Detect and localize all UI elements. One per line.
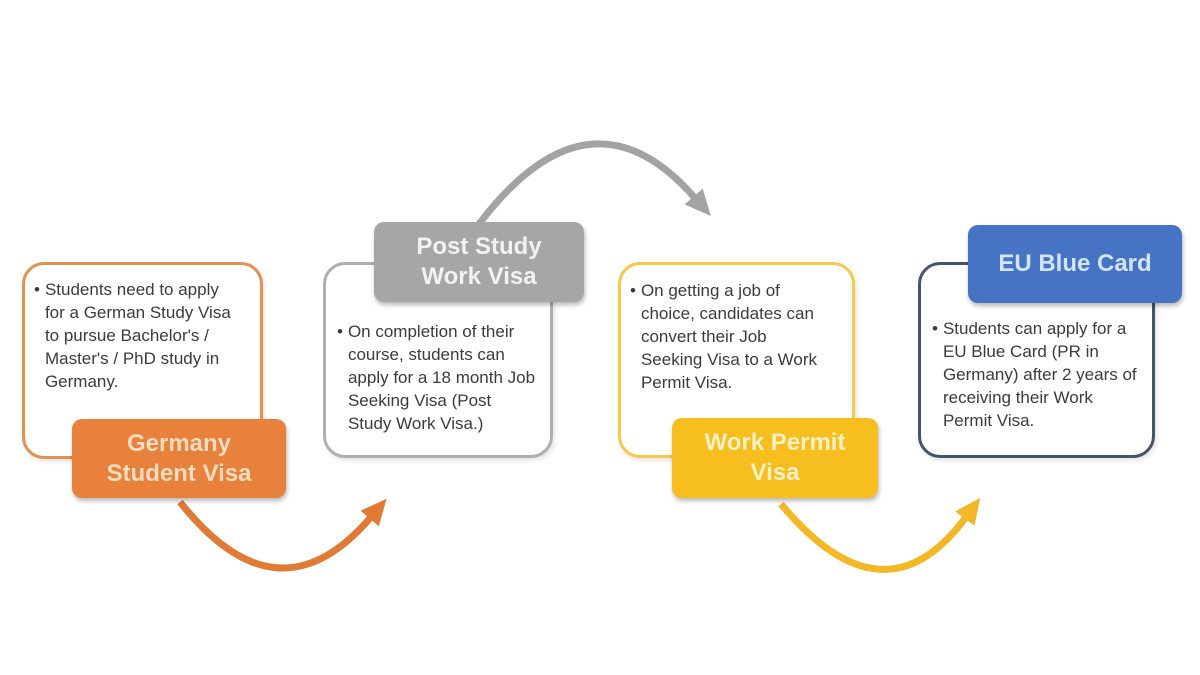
description-card-post-study-work-visa: • On completion of their course, student…	[323, 262, 553, 458]
description-text: Students can apply for a EU Blue Card (P…	[942, 319, 1137, 430]
bullet-marker: •	[34, 280, 40, 299]
arrow-student-visa-to-post-study	[177, 498, 387, 572]
label-eu-blue-card: EU Blue Card	[968, 225, 1182, 303]
bullet-item: • Students can apply for a EU Blue Card …	[932, 317, 1138, 432]
label-post-study-work-visa: Post Study Work Visa	[374, 222, 584, 302]
bullet-item: • On completion of their course, student…	[337, 320, 536, 435]
bullet-marker: •	[932, 319, 938, 338]
arrow-post-study-to-work-permit	[476, 140, 711, 227]
label-work-permit-visa: Work Permit Visa	[672, 418, 878, 498]
bullet-marker: •	[337, 322, 343, 341]
description-text: Students need to apply for a German Stud…	[44, 280, 231, 391]
bullet-marker: •	[630, 281, 636, 300]
bullet-item: • On getting a job of choice, candidates…	[630, 279, 826, 394]
description-text: On completion of their course, students …	[347, 322, 536, 433]
label-germany-student-visa: Germany Student Visa	[72, 419, 286, 498]
arrow-work-permit-to-eu-blue-card	[778, 497, 981, 573]
bullet-item: • Students need to apply for a German St…	[34, 278, 240, 393]
description-text: On getting a job of choice, candidates c…	[640, 281, 818, 392]
